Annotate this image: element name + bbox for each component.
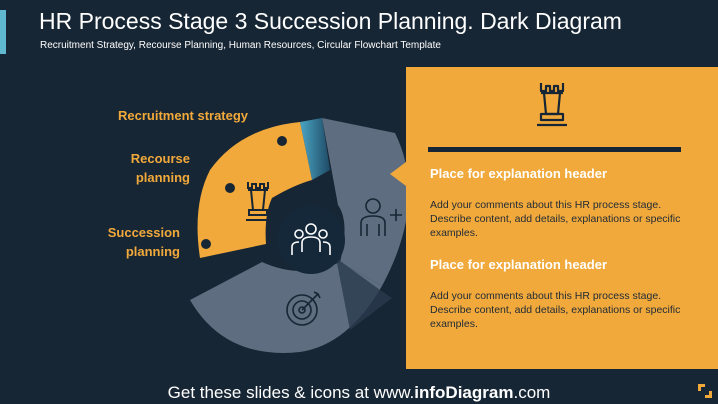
segment-dot xyxy=(277,136,287,146)
explanation-header-2: Place for explanation header xyxy=(430,257,608,272)
explanation-text-1: Add your comments about this HR process … xyxy=(430,199,681,239)
segment-succession-base xyxy=(190,262,382,353)
stage-label-resource-line1: Recourse xyxy=(130,151,190,166)
footer-cta[interactable]: Get these slides & icons at www.infoDiag… xyxy=(0,383,718,403)
add-person-icon xyxy=(360,198,402,236)
segment-teal-strip xyxy=(300,118,330,180)
footer-suffix: .com xyxy=(513,383,551,402)
page-subtitle: Recruitment Strategy, Recourse Planning,… xyxy=(40,40,441,51)
stage-label-succession: Succession planning xyxy=(108,223,180,261)
footer-brand: infoDiagram xyxy=(414,383,514,402)
explanation-text-2: Add your comments about this HR process … xyxy=(430,290,681,330)
stage-label-resource-line2: planning xyxy=(135,170,190,185)
explanation-header-1: Place for explanation header xyxy=(430,166,608,181)
title-accent-bar xyxy=(0,10,6,54)
stage-label-succession-line2: planning xyxy=(125,244,180,259)
segment-dot xyxy=(201,239,211,249)
stage-label-recruitment: Recruitment strategy xyxy=(118,108,249,123)
rook-icon xyxy=(246,182,270,221)
target-icon xyxy=(286,291,321,326)
team-icon xyxy=(291,223,331,255)
page-title: HR Process Stage 3 Succession Planning. … xyxy=(39,8,622,34)
center-hub xyxy=(277,206,345,274)
rook-icon xyxy=(534,81,570,132)
explanation-panel: Place for explanation header Add your co… xyxy=(406,67,718,369)
panel-pointer xyxy=(390,162,406,186)
brand-icon xyxy=(698,384,712,398)
stage-label-resource: Recourse planning xyxy=(131,149,190,187)
footer-prefix: Get these slides & icons at www. xyxy=(167,383,415,402)
segment-dot xyxy=(225,183,235,193)
panel-divider xyxy=(428,147,681,152)
segment-fold-shadow xyxy=(336,258,392,330)
stage-label-succession-line1: Succession xyxy=(107,225,180,240)
